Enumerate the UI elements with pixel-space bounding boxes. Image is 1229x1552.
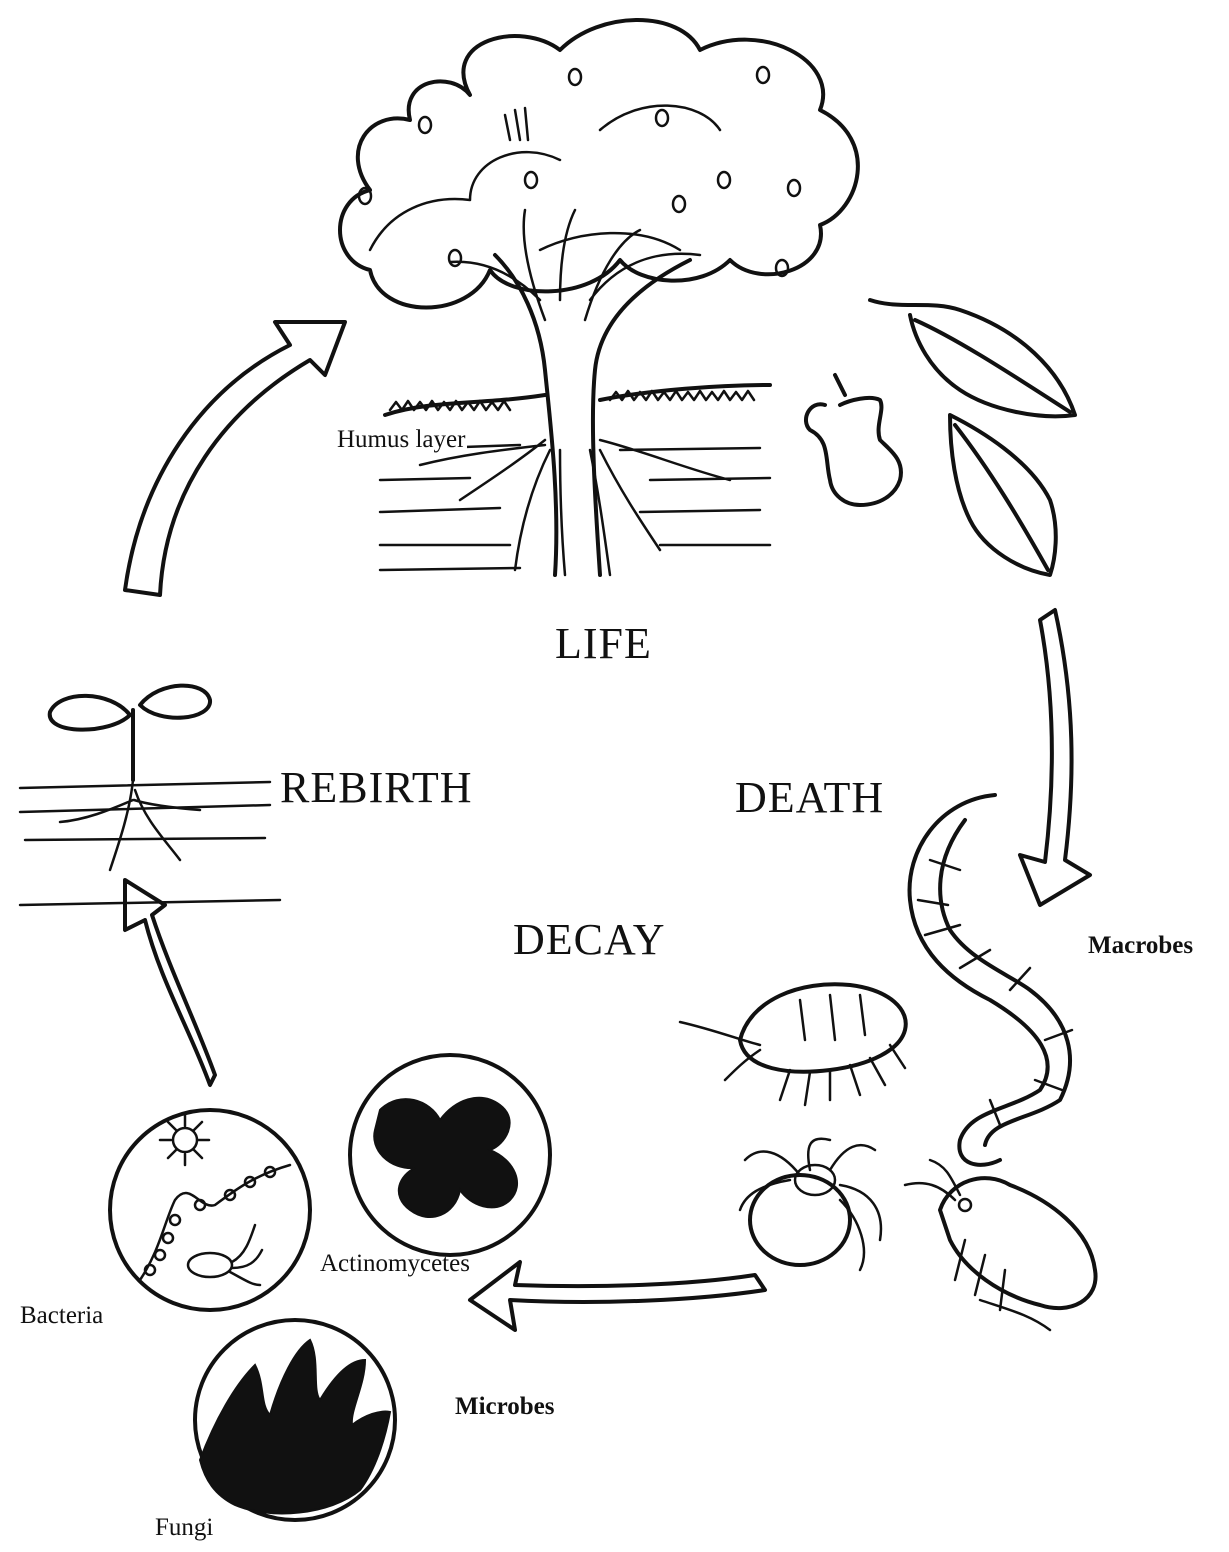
bacteria-label: Bacteria [20,1302,103,1330]
arrow-rebirth-to-life [125,322,345,595]
tree-illustration [340,20,858,575]
life-label: LIFE [555,618,652,669]
tree-roots [420,440,730,575]
tree-fruits [359,67,800,276]
rebirth-label: REBIRTH [280,762,473,813]
ground-grass [390,391,754,410]
microbes-label: Microbes [455,1393,555,1421]
arrow-microbes-to-rebirth [125,880,215,1085]
death-label: DEATH [735,772,884,823]
fungi-circle [195,1320,395,1520]
soil-lines [380,445,770,570]
decay-label: DECAY [513,914,666,965]
humus-layer-label: Humus layer [335,426,467,454]
seedling-illustration [20,686,280,905]
bacteria-circle [110,1110,310,1310]
arrow-decay-to-microbes [470,1262,765,1330]
falling-leaves [870,300,1075,575]
macrobes-label: Macrobes [1088,932,1193,960]
woodlouse-illustration [680,984,906,1105]
fungi-label: Fungi [155,1514,213,1542]
actinomycetes-circle [350,1055,550,1255]
tree-trunk [495,255,690,575]
mite-illustration [740,1139,881,1270]
ground-surface [385,385,770,415]
arrow-life-to-death [1020,610,1090,905]
actinomycetes-label: Actinomycetes [320,1250,470,1278]
crown-inner-curves [370,106,720,250]
springtail-illustration [905,1160,1096,1330]
apple-core-illustration [806,375,901,505]
tree-crown [340,20,858,308]
